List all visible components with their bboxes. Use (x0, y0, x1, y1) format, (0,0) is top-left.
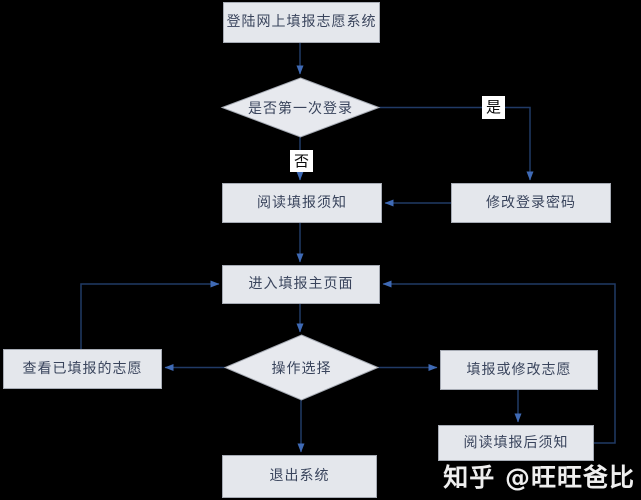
edge-view-filled-feedback-to-main-page (80, 280, 220, 349)
node-first-login-decision: 是否第一次登录 (248, 100, 353, 117)
node-exit-system: 退出系统 (222, 455, 377, 498)
node-login-system: 登陆网上填报志愿系统 (223, 2, 380, 43)
edge-read-post-notes-feedback-to-main-page (382, 280, 616, 444)
decision-diamond-operation-select-shape (223, 334, 380, 401)
node-read-notes: 阅读填报须知 (222, 183, 382, 223)
node-fill-or-modify: 填报或修改志愿 (440, 350, 598, 390)
node-change-password: 修改登录密码 (451, 183, 611, 223)
edge-label-yes: 是 (482, 96, 505, 119)
node-main-page: 进入填报主页面 (222, 265, 380, 304)
node-read-post-notes: 阅读填报后须知 (438, 425, 594, 461)
node-operation-select-decision: 操作选择 (271, 360, 332, 377)
edge-first-login-yes-to-change-password (379, 106, 534, 181)
edge-label-no: 否 (290, 150, 313, 172)
node-view-filled-applications: 查看已填报的志愿 (3, 349, 162, 389)
decision-diamond-first-login-shape (220, 77, 381, 138)
zhihu-watermark: 知乎 @旺旺爸比 (443, 463, 635, 492)
